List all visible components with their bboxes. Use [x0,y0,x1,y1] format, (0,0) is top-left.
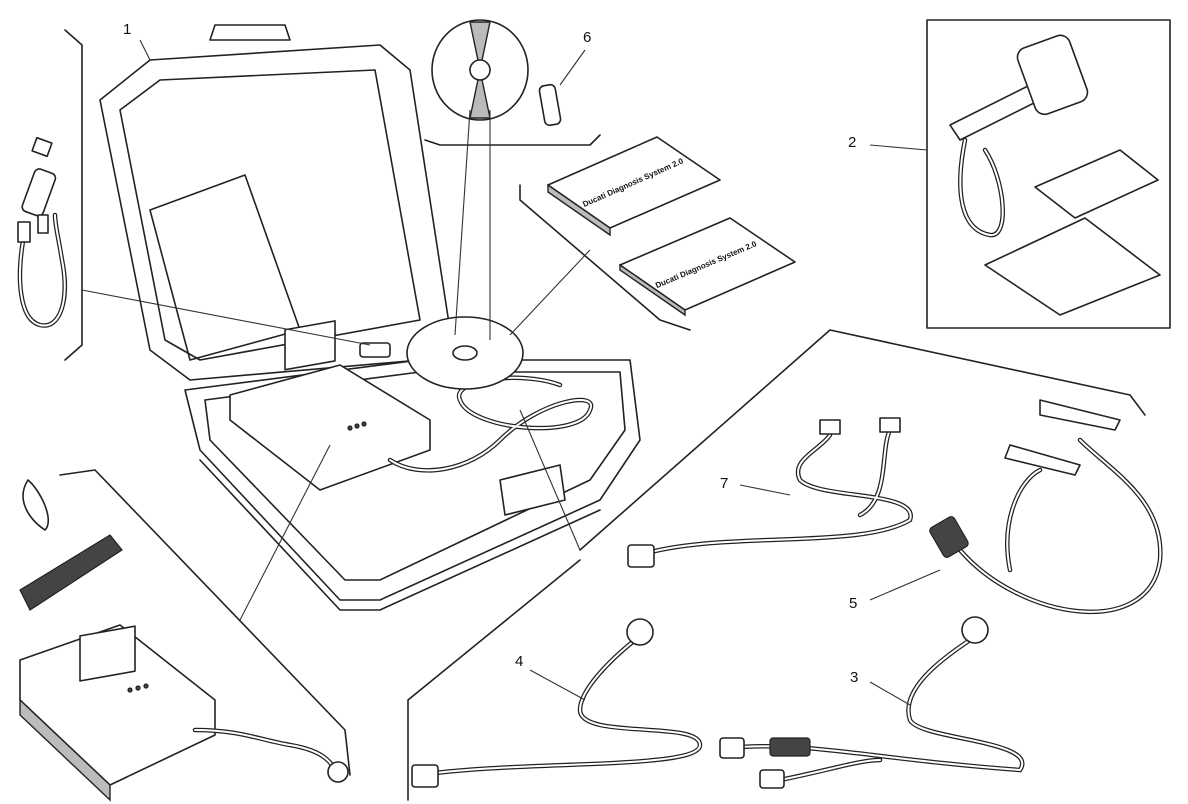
unit-cable [192,727,338,773]
handheld-tester [949,34,1089,141]
usb-cable-left [17,212,67,328]
cd-in-case [406,316,524,390]
usb-key [538,83,562,127]
diagnostic-unit [19,624,216,802]
manual-book-2: Ducati Diagnosis System 2.0 [619,217,796,317]
books-bracket [519,184,691,331]
group-bracket-left [64,29,83,361]
carabiner [22,479,50,531]
callout-7: 7 [720,475,729,492]
callout-3: 3 [850,669,859,686]
cd-bracket [424,134,601,146]
cable-7 [627,417,913,568]
usb-plug-in-case [359,342,391,358]
cable-3 [719,616,1025,789]
callout-1: 1 [123,21,132,38]
cable-kit-2 [958,137,1005,238]
kit-2-booklet [1034,149,1159,219]
cable-4 [411,618,703,788]
kit-2-frame [926,19,1171,329]
accessories-bracket [59,469,351,776]
diagnostic-unit-in-case [229,320,431,491]
kit-2-manual [984,217,1161,316]
software-cd [431,19,529,121]
callout-2: 2 [848,134,857,151]
cables-bracket [579,329,1146,551]
bottom-bracket [407,559,581,801]
callout-4: 4 [515,653,524,670]
usb-stick-left [21,136,57,217]
callout-6: 6 [583,29,592,46]
unit-connector [327,761,349,783]
callout-5: 5 [849,595,858,612]
strap [19,534,123,611]
manual-book-1: Ducati Diagnosis System 2.0 [547,136,721,237]
cable-5-battery-clamps [929,399,1163,615]
leader-lines [81,39,941,706]
